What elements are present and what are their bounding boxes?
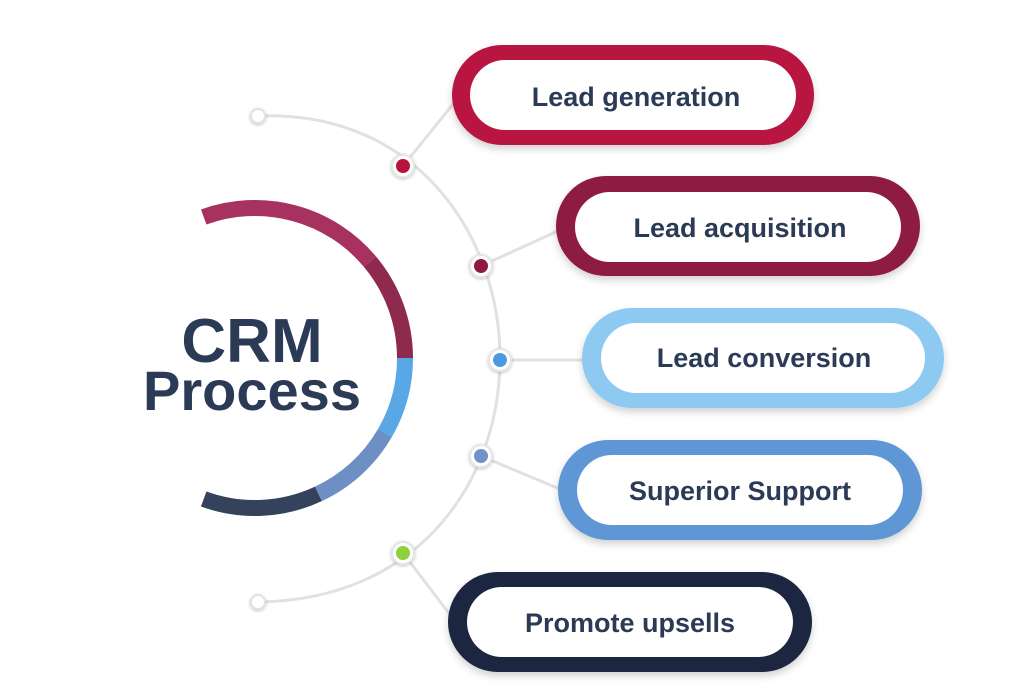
ring-segment-2 [363, 256, 413, 359]
step-label-2: Lead acquisition [633, 213, 846, 243]
step-label-1: Lead generation [532, 82, 741, 112]
step-label-3: Lead conversion [657, 343, 872, 373]
title-line-1: CRM [181, 307, 322, 376]
connector-1 [401, 97, 460, 167]
step-label-5: Promote upsells [525, 608, 735, 638]
step-dot-5-fill [396, 546, 410, 560]
step-lead-acquisition: Lead acquisition [469, 176, 920, 278]
center-title: CRM Process [143, 307, 361, 422]
pill-2-inner [575, 192, 901, 262]
connector-5 [401, 552, 456, 621]
center-ring [200, 199, 413, 516]
connector-2 [480, 228, 561, 268]
step-dot-4-fill [474, 449, 488, 463]
pill-1-inner [470, 60, 796, 130]
arc-end-bottom [250, 594, 266, 610]
step-superior-support: Superior Support [469, 440, 922, 540]
connector-4 [480, 454, 563, 492]
step-label-4: Superior Support [629, 476, 851, 506]
ring-segment-5 [200, 486, 322, 516]
step-dot-3-fill [493, 353, 507, 367]
pill-4-inner [577, 455, 903, 525]
title-line-2: Process [143, 359, 361, 422]
pill-5-inner [467, 587, 793, 657]
pill-3-inner [601, 323, 925, 393]
ring-segment-3 [377, 357, 413, 437]
step-dot-1-fill [396, 159, 410, 173]
step-dot-2-fill [474, 259, 488, 273]
step-lead-conversion: Lead conversion [488, 308, 944, 408]
ring-segment-4 [314, 428, 392, 502]
step-lead-generation: Lead generation [391, 45, 814, 178]
ring-segment-1 [200, 199, 377, 267]
step-promote-upsells: Promote upsells [391, 541, 812, 672]
arc-end-top [250, 108, 266, 124]
